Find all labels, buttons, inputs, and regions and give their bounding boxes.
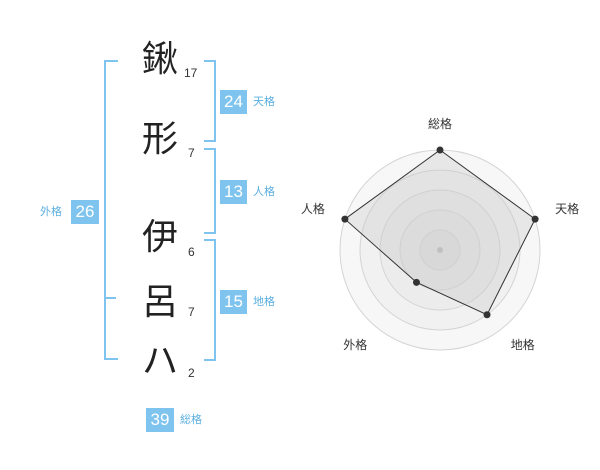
chikaku-bracket	[204, 239, 216, 361]
radar-point-1	[436, 146, 444, 154]
tenkaku-value: 24	[220, 90, 247, 114]
stroke-count-1: 17	[184, 66, 198, 80]
radar-axis-label-4: 外格	[343, 337, 367, 352]
radar-point-2	[531, 215, 539, 223]
jinkaku-bracket	[204, 148, 216, 234]
radar-point-5	[341, 215, 349, 223]
radar-axis-label-5: 人格	[301, 201, 325, 216]
stroke-count-4: 7	[188, 305, 195, 319]
radar-axis-label-1: 総格	[428, 116, 452, 131]
stroke-count-2: 7	[188, 146, 195, 160]
radar-axis-label-2: 天格	[555, 201, 579, 216]
radar-point-3	[483, 311, 491, 319]
stroke-count-5: 2	[188, 366, 195, 380]
soukaku-value: 39	[146, 408, 174, 432]
tenkaku-label: 天格	[253, 95, 275, 108]
radar-axis-label-3: 地格	[511, 337, 535, 352]
soukaku-label: 総格	[180, 413, 202, 426]
gaikaku-bracket-mid	[104, 297, 116, 299]
name-char-1: 鍬	[141, 39, 178, 80]
name-char-2: 形	[141, 119, 178, 160]
tenkaku-bracket	[204, 60, 216, 142]
radar-polygon	[344, 149, 536, 316]
gaikaku-value: 26	[71, 200, 99, 224]
name-char-3: 伊	[141, 217, 178, 258]
radar-point-4	[412, 278, 420, 286]
jinkaku-value: 13	[220, 180, 247, 204]
chikaku-label: 地格	[253, 295, 275, 308]
radar-center-dot	[437, 247, 443, 253]
gaikaku-label: 外格	[40, 205, 62, 218]
chikaku-value: 15	[220, 290, 247, 314]
name-char-4: 呂	[141, 282, 178, 323]
gaikaku-bracket	[104, 60, 118, 360]
jinkaku-label: 人格	[253, 185, 275, 198]
stroke-count-3: 6	[188, 245, 195, 259]
name-char-5: ハ	[141, 341, 178, 382]
